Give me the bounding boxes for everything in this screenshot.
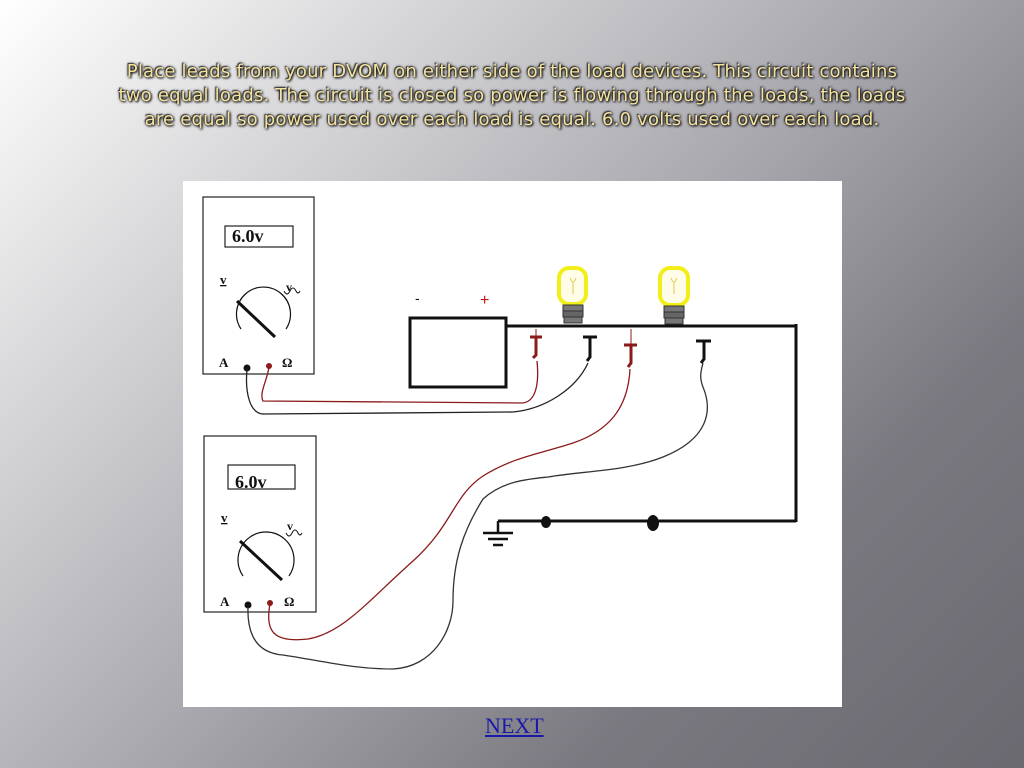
caption-line-3: are equal so power used over each load i… — [144, 109, 880, 130]
probe-bottom-red — [624, 329, 637, 368]
meter-bottom-ac-label: v — [287, 519, 293, 533]
meter-bottom-dial — [237, 531, 295, 577]
meter-top-jack-a-label: A — [219, 355, 229, 370]
circuit-diagram: 6.0v v v A Ω 6.0v v v A Ω — [183, 181, 842, 707]
meter-bottom-dc-label: v — [221, 510, 228, 525]
meter-bottom-reading: 6.0v — [235, 472, 267, 492]
lead-top-black — [245, 362, 589, 415]
meter-bottom-com-jack — [244, 601, 252, 609]
next-link[interactable]: NEXT — [485, 713, 544, 738]
meter-top-volt-jack — [266, 363, 272, 369]
caption-line-1: Place leads from your DVOM on either sid… — [126, 61, 898, 82]
meter-top-ac-label: v — [286, 280, 292, 294]
ground-terminal-2 — [647, 515, 659, 531]
caption-line-2: two equal loads. The circuit is closed s… — [118, 85, 906, 106]
circuit-wires — [498, 324, 798, 523]
meter-bottom-volt-jack — [267, 600, 273, 606]
probe-top-black — [583, 335, 597, 362]
battery-positive-label: + — [480, 292, 489, 309]
battery-negative-label: - — [415, 290, 420, 306]
meter-top-jack-ohm-label: Ω — [282, 355, 292, 370]
meter-bottom: 6.0v v v A Ω — [203, 435, 317, 613]
meter-bottom-display — [227, 464, 296, 490]
meter-top-reading: 6.0v — [232, 226, 264, 246]
battery: - + — [408, 290, 508, 389]
meter-top-display — [224, 225, 294, 248]
battery-body — [408, 316, 508, 389]
bulb-2-icon — [658, 266, 690, 325]
meter-top-dial — [235, 286, 292, 330]
meter-bottom-ac-wave-icon — [285, 529, 303, 537]
ground-terminal-1 — [541, 516, 551, 528]
meter-bottom-jack-ohm-label: Ω — [284, 594, 294, 609]
lead-bottom-red — [268, 368, 631, 641]
meter-top-com-jack — [243, 364, 251, 372]
meter-top: 6.0v v v A Ω — [202, 196, 315, 375]
meter-bottom-jack-a-label: A — [220, 594, 230, 609]
slide-caption: Place leads from your DVOM on either sid… — [40, 60, 984, 132]
probe-top-red — [530, 329, 542, 360]
ground-icon — [483, 521, 513, 547]
probe-bottom-black — [696, 339, 711, 364]
meter-top-dial-pointer — [235, 299, 277, 339]
lead-bottom-black — [247, 362, 708, 670]
meter-top-dc-label: v — [220, 272, 227, 287]
meter-top-ac-wave-icon — [283, 287, 301, 295]
bulb-1-icon — [557, 266, 588, 324]
circuit-diagram-svg: 6.0v v v A Ω 6.0v v v A Ω — [202, 196, 798, 670]
lead-top-red — [261, 360, 539, 404]
meter-bottom-dial-pointer — [238, 539, 284, 582]
